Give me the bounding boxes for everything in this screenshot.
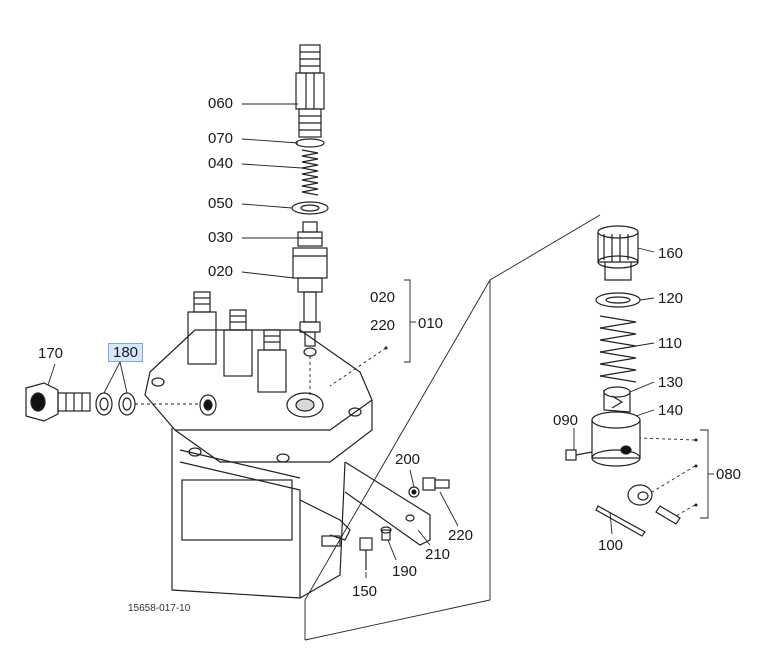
label-180[interactable]: 180	[108, 343, 144, 362]
label-080[interactable]: 080	[716, 466, 742, 483]
screw-220[interactable]	[422, 477, 450, 491]
delivery-valve-holder-060[interactable]	[295, 44, 325, 138]
o-ring-070[interactable]	[295, 138, 325, 148]
delivery-valve-spring-040[interactable]	[301, 149, 319, 196]
label-020-group[interactable]: 020	[370, 289, 396, 306]
pin-100[interactable]	[595, 505, 646, 537]
label-110[interactable]: 110	[658, 335, 682, 352]
label-170[interactable]: 170	[38, 345, 64, 362]
injection-pump-housing[interactable]	[144, 291, 373, 599]
label-070[interactable]: 070	[208, 130, 234, 147]
label-010[interactable]: 010	[418, 315, 444, 332]
label-220-group[interactable]: 220	[370, 317, 396, 334]
label-160[interactable]: 160	[658, 245, 684, 262]
label-060[interactable]: 060	[208, 95, 234, 112]
label-210[interactable]: 210	[425, 546, 451, 563]
washer-200[interactable]	[408, 486, 420, 498]
stop-bracket-210[interactable]	[344, 461, 431, 546]
guide-bolt-090[interactable]	[565, 449, 593, 461]
spring-seat-130[interactable]	[603, 386, 631, 413]
label-100[interactable]: 100	[598, 537, 624, 554]
label-050[interactable]: 050	[208, 195, 234, 212]
washer-180[interactable]	[95, 392, 136, 416]
plunger-spring-110[interactable]	[599, 315, 637, 383]
label-090[interactable]: 090	[553, 412, 579, 429]
label-220[interactable]: 220	[448, 527, 474, 544]
label-130[interactable]: 130	[658, 374, 684, 391]
label-190[interactable]: 190	[392, 563, 418, 580]
plunger-020[interactable]	[292, 247, 328, 357]
banjo-bolt-170[interactable]	[25, 382, 91, 422]
gasket-050[interactable]	[291, 201, 329, 215]
bolt-190[interactable]	[380, 526, 392, 541]
label-020[interactable]: 020	[208, 263, 234, 280]
label-200[interactable]: 200	[395, 451, 421, 468]
tappet-body-140[interactable]	[591, 411, 641, 467]
label-150[interactable]: 150	[352, 583, 378, 600]
roller-080[interactable]	[627, 484, 681, 525]
drawing-number: 15658-017-10	[128, 603, 191, 614]
delivery-valve-030[interactable]	[297, 221, 323, 247]
tappet-cap-160[interactable]	[597, 225, 639, 281]
shaft-150[interactable]	[359, 537, 373, 570]
label-120[interactable]: 120	[658, 290, 684, 307]
label-040[interactable]: 040	[208, 155, 234, 172]
spring-seat-120[interactable]	[595, 292, 641, 308]
leader-lines	[47, 103, 714, 641]
label-030[interactable]: 030	[208, 229, 234, 246]
label-140[interactable]: 140	[658, 402, 684, 419]
